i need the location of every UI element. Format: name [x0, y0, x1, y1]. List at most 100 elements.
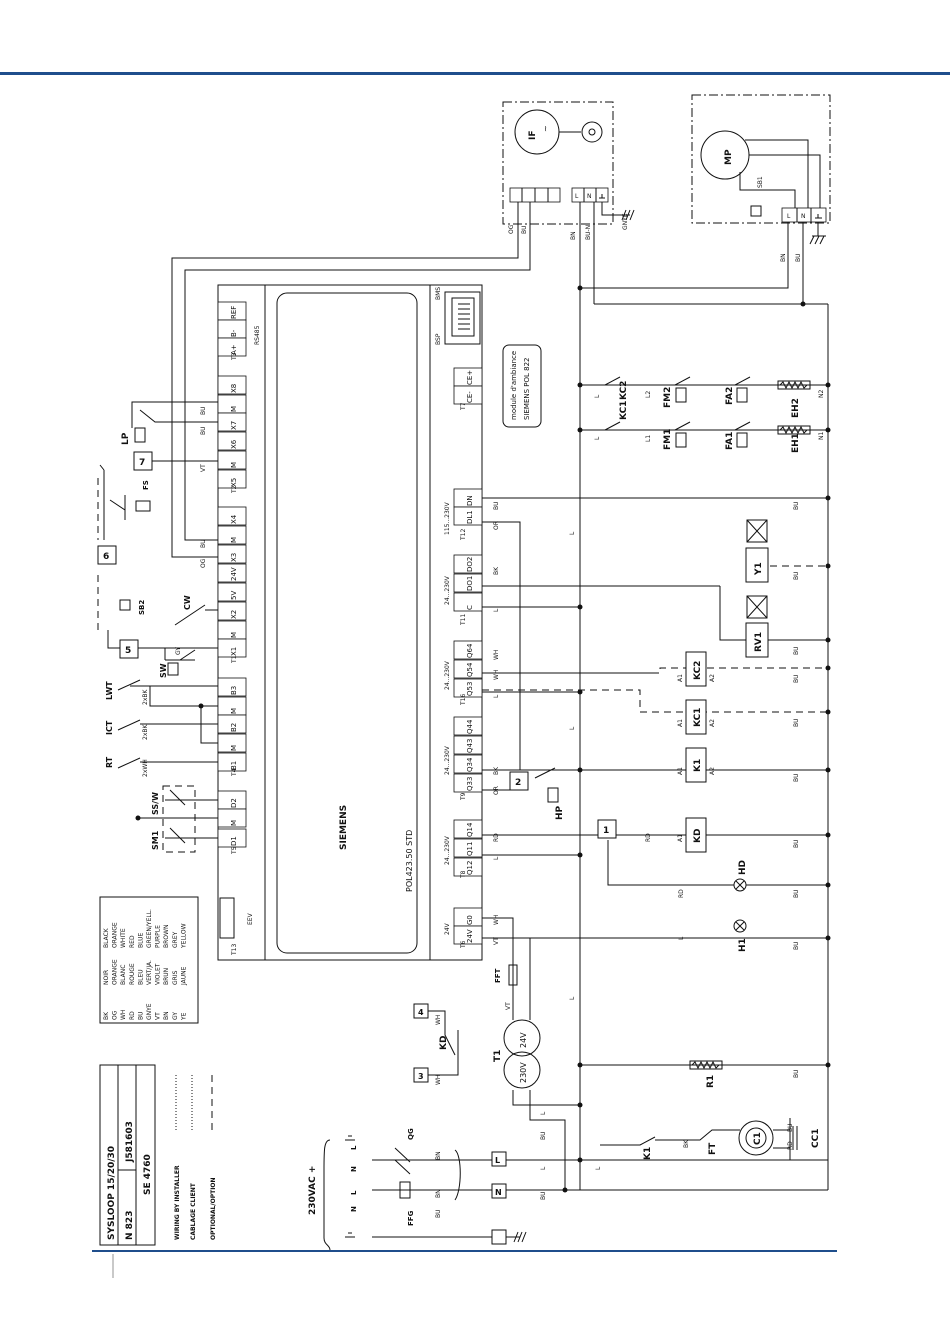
legend-cell: BK	[103, 1011, 110, 1020]
terminal-label: D1	[230, 836, 238, 846]
hp-switch: 2 HP 1	[509, 767, 617, 839]
svg-text:SS/W: SS/W	[151, 792, 160, 815]
legend-cell: NOIR	[103, 970, 110, 985]
model-title: SYSLOOP 15/20/30	[107, 1146, 117, 1240]
svg-text:CC1: CC1	[811, 1129, 821, 1148]
svg-text:4: 4	[418, 1008, 424, 1017]
svg-text:BU: BU	[793, 839, 800, 848]
svg-text:A2: A2	[709, 767, 716, 775]
svg-text:FFT: FFT	[494, 968, 502, 983]
svg-text:BN: BN	[570, 231, 577, 240]
terminal-label: M	[230, 406, 238, 412]
svg-text:OG: OG	[200, 558, 207, 568]
terminal-label: M	[230, 708, 238, 714]
terminal-b1-21: B1	[217, 752, 247, 772]
terminal-label: B-	[230, 329, 238, 337]
svg-text:EH1: EH1	[791, 433, 801, 453]
svg-text:2xBK: 2xBK	[142, 724, 149, 740]
svg-text:L: L	[569, 996, 576, 1000]
terminal-a-2: A+	[217, 337, 247, 357]
terminal-g0-17: G0	[453, 907, 483, 927]
terminal-q14-14: Q14	[453, 819, 483, 839]
svg-text:CW: CW	[183, 595, 192, 610]
kd-switch: 4 3 KD	[413, 1003, 459, 1083]
svg-text:BU: BU	[521, 225, 528, 234]
svg-text:R1: R1	[706, 1075, 716, 1088]
svg-text:2xBK: 2xBK	[142, 689, 149, 705]
wiring-by-installer: WIRING BY INSTALLER	[174, 1165, 181, 1240]
svg-text:KD: KD	[693, 829, 703, 843]
svg-text:L: L	[678, 936, 685, 940]
svg-text:~: ~	[541, 125, 550, 132]
terminal-label: B1	[230, 761, 238, 770]
svg-text:N: N	[587, 193, 592, 200]
voltage-label-5: 24...230V	[444, 835, 451, 865]
terminal-label: G0	[466, 915, 474, 925]
svg-text:3: 3	[418, 1072, 424, 1081]
terminal-label: M	[230, 820, 238, 826]
legend-cell: YE	[180, 1012, 187, 1021]
group-label-t11: T11	[460, 614, 467, 626]
svg-text:BU: BU	[793, 718, 800, 727]
legend-cell: BLACK	[103, 927, 110, 948]
terminal-dl1-3: DL1	[453, 506, 483, 526]
svg-text:HD: HD	[738, 860, 748, 875]
group-label-t9: T9	[460, 792, 467, 801]
terminal-q34-12: Q34	[453, 754, 483, 774]
svg-text:SM1: SM1	[151, 830, 160, 850]
legend-cell: BROWN	[163, 925, 170, 948]
terminal-label: Q54	[466, 662, 474, 677]
bms-label: BMS	[435, 287, 442, 300]
terminal-label: 24V	[230, 567, 238, 581]
terminal-label: 5V	[230, 591, 238, 600]
svg-text:KC1: KC1	[619, 401, 629, 420]
controller-model: POL423.50 STD	[405, 830, 414, 892]
svg-text:RD: RD	[645, 833, 652, 842]
voltage-label-4: 24...230V	[444, 745, 451, 775]
terminal-x7-5: X7	[217, 412, 247, 432]
legend-cell: VERT/JA.	[146, 960, 153, 985]
svg-text:N: N	[801, 213, 806, 220]
legend-cell: GRIS	[172, 970, 179, 985]
terminal-q33-13: Q33	[453, 773, 483, 793]
svg-text:L: L	[540, 1166, 547, 1170]
terminal-label: Q12	[466, 861, 474, 875]
terminal-ce-1: CE-	[453, 385, 483, 405]
svg-text:KC1: KC1	[693, 708, 703, 727]
svg-text:RD: RD	[787, 1141, 794, 1150]
svg-text:A1: A1	[677, 719, 684, 727]
terminal-label: X1	[230, 647, 238, 656]
svg-text:WH: WH	[493, 670, 500, 680]
svg-text:RT: RT	[105, 756, 114, 768]
legend-cell: WHITE	[120, 928, 127, 948]
terminal-label: Q53	[466, 682, 474, 696]
group-label-t6: T6	[460, 940, 467, 949]
terminal-d1-24: D1	[217, 828, 247, 848]
legend-cell: ROUGE	[129, 963, 136, 985]
svg-text:L: L	[350, 1190, 358, 1195]
group-label-t4: T4	[231, 768, 238, 777]
svg-text:A2: A2	[709, 719, 716, 727]
legend-cell: BN	[163, 1011, 170, 1020]
terminal-5v-13: 5V	[217, 582, 247, 602]
svg-text:KC2: KC2	[693, 661, 703, 680]
svg-text:BU: BU	[793, 1069, 800, 1078]
terminal-label: D2	[230, 798, 238, 808]
svg-text:N2: N2	[818, 390, 825, 398]
terminal-label: M	[230, 632, 238, 638]
terminal-c-6: C	[453, 592, 483, 612]
terminal-m-4: M	[217, 394, 247, 414]
terminal-x4-9: X4	[217, 506, 247, 526]
svg-text:OG: OG	[508, 224, 515, 234]
svg-text:WH: WH	[435, 1075, 442, 1085]
terminal-ref-0: REF	[217, 301, 247, 321]
svg-text:BU: BU	[200, 539, 207, 548]
compressor-section: R1 K1 FT C1 CC1	[600, 1060, 821, 1160]
header-line	[0, 72, 950, 75]
terminal-label: X8	[230, 384, 238, 393]
terminal-label: DO1	[466, 576, 474, 591]
svg-text:A1: A1	[677, 674, 684, 682]
transformer-t1: 24V 230V T1 FFT	[493, 964, 541, 1089]
svg-text:FM2: FM2	[663, 387, 673, 408]
svg-text:BU: BU	[435, 1209, 442, 1218]
